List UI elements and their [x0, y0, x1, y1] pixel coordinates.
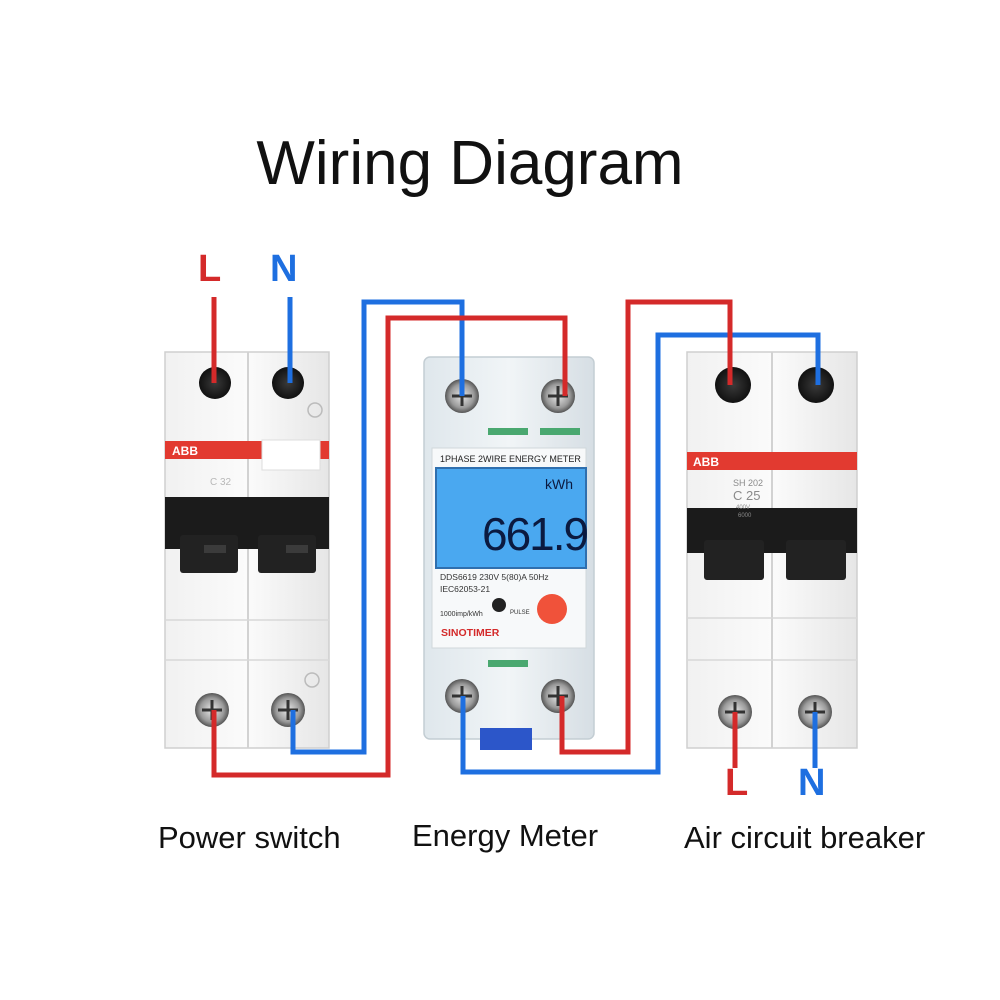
meter-unit: kWh: [545, 476, 573, 492]
power-switch-rating: C 32: [210, 477, 232, 488]
pulse-button: [537, 594, 567, 624]
caption-air-breaker: Air circuit breaker: [684, 820, 926, 855]
terminal-hole-icon: [715, 367, 751, 403]
pulse-led-icon: [492, 598, 506, 612]
meter-impulse: 1000imp/kWh: [440, 611, 483, 618]
breaker-rating: C 25: [733, 488, 760, 503]
power-switch: [164, 351, 330, 749]
meter-spec-line2: IEC62053-21: [440, 584, 490, 594]
meter-brand: SINOTIMER: [441, 627, 500, 639]
meter-pulse-label: PULSE: [510, 610, 530, 616]
meter-header: 1PHASE 2WIRE ENERGY METER: [440, 454, 581, 464]
wire-switch-to-meter-line: [211, 315, 568, 778]
caption-energy-meter: Energy Meter: [412, 818, 599, 853]
energy-meter: [423, 356, 595, 750]
input-line-label: L: [198, 248, 222, 290]
input-neutral-label: N: [270, 248, 298, 290]
diagram-title: Wiring Diagram: [256, 129, 684, 198]
wire-meter-to-breaker-neutral: [460, 332, 821, 775]
meter-lcd: [435, 467, 587, 569]
breaker-voltage: 400V: [736, 505, 750, 511]
meter-spec-line1: DDS6619 230V 5(80)A 50Hz: [440, 572, 549, 582]
caption-power-switch: Power switch: [158, 820, 341, 855]
output-line-label: L: [725, 762, 749, 804]
breaker-brand: ABB: [693, 455, 719, 469]
power-switch-brand: ABB: [172, 444, 198, 458]
output-neutral-label: N: [798, 762, 826, 804]
wire-meter-to-breaker-line: [559, 299, 733, 755]
air-circuit-breaker: [686, 351, 858, 749]
meter-reading: 661.9: [482, 508, 588, 560]
breaker-capacity: 6000: [738, 513, 752, 519]
breaker-model: SH 202: [733, 478, 763, 488]
